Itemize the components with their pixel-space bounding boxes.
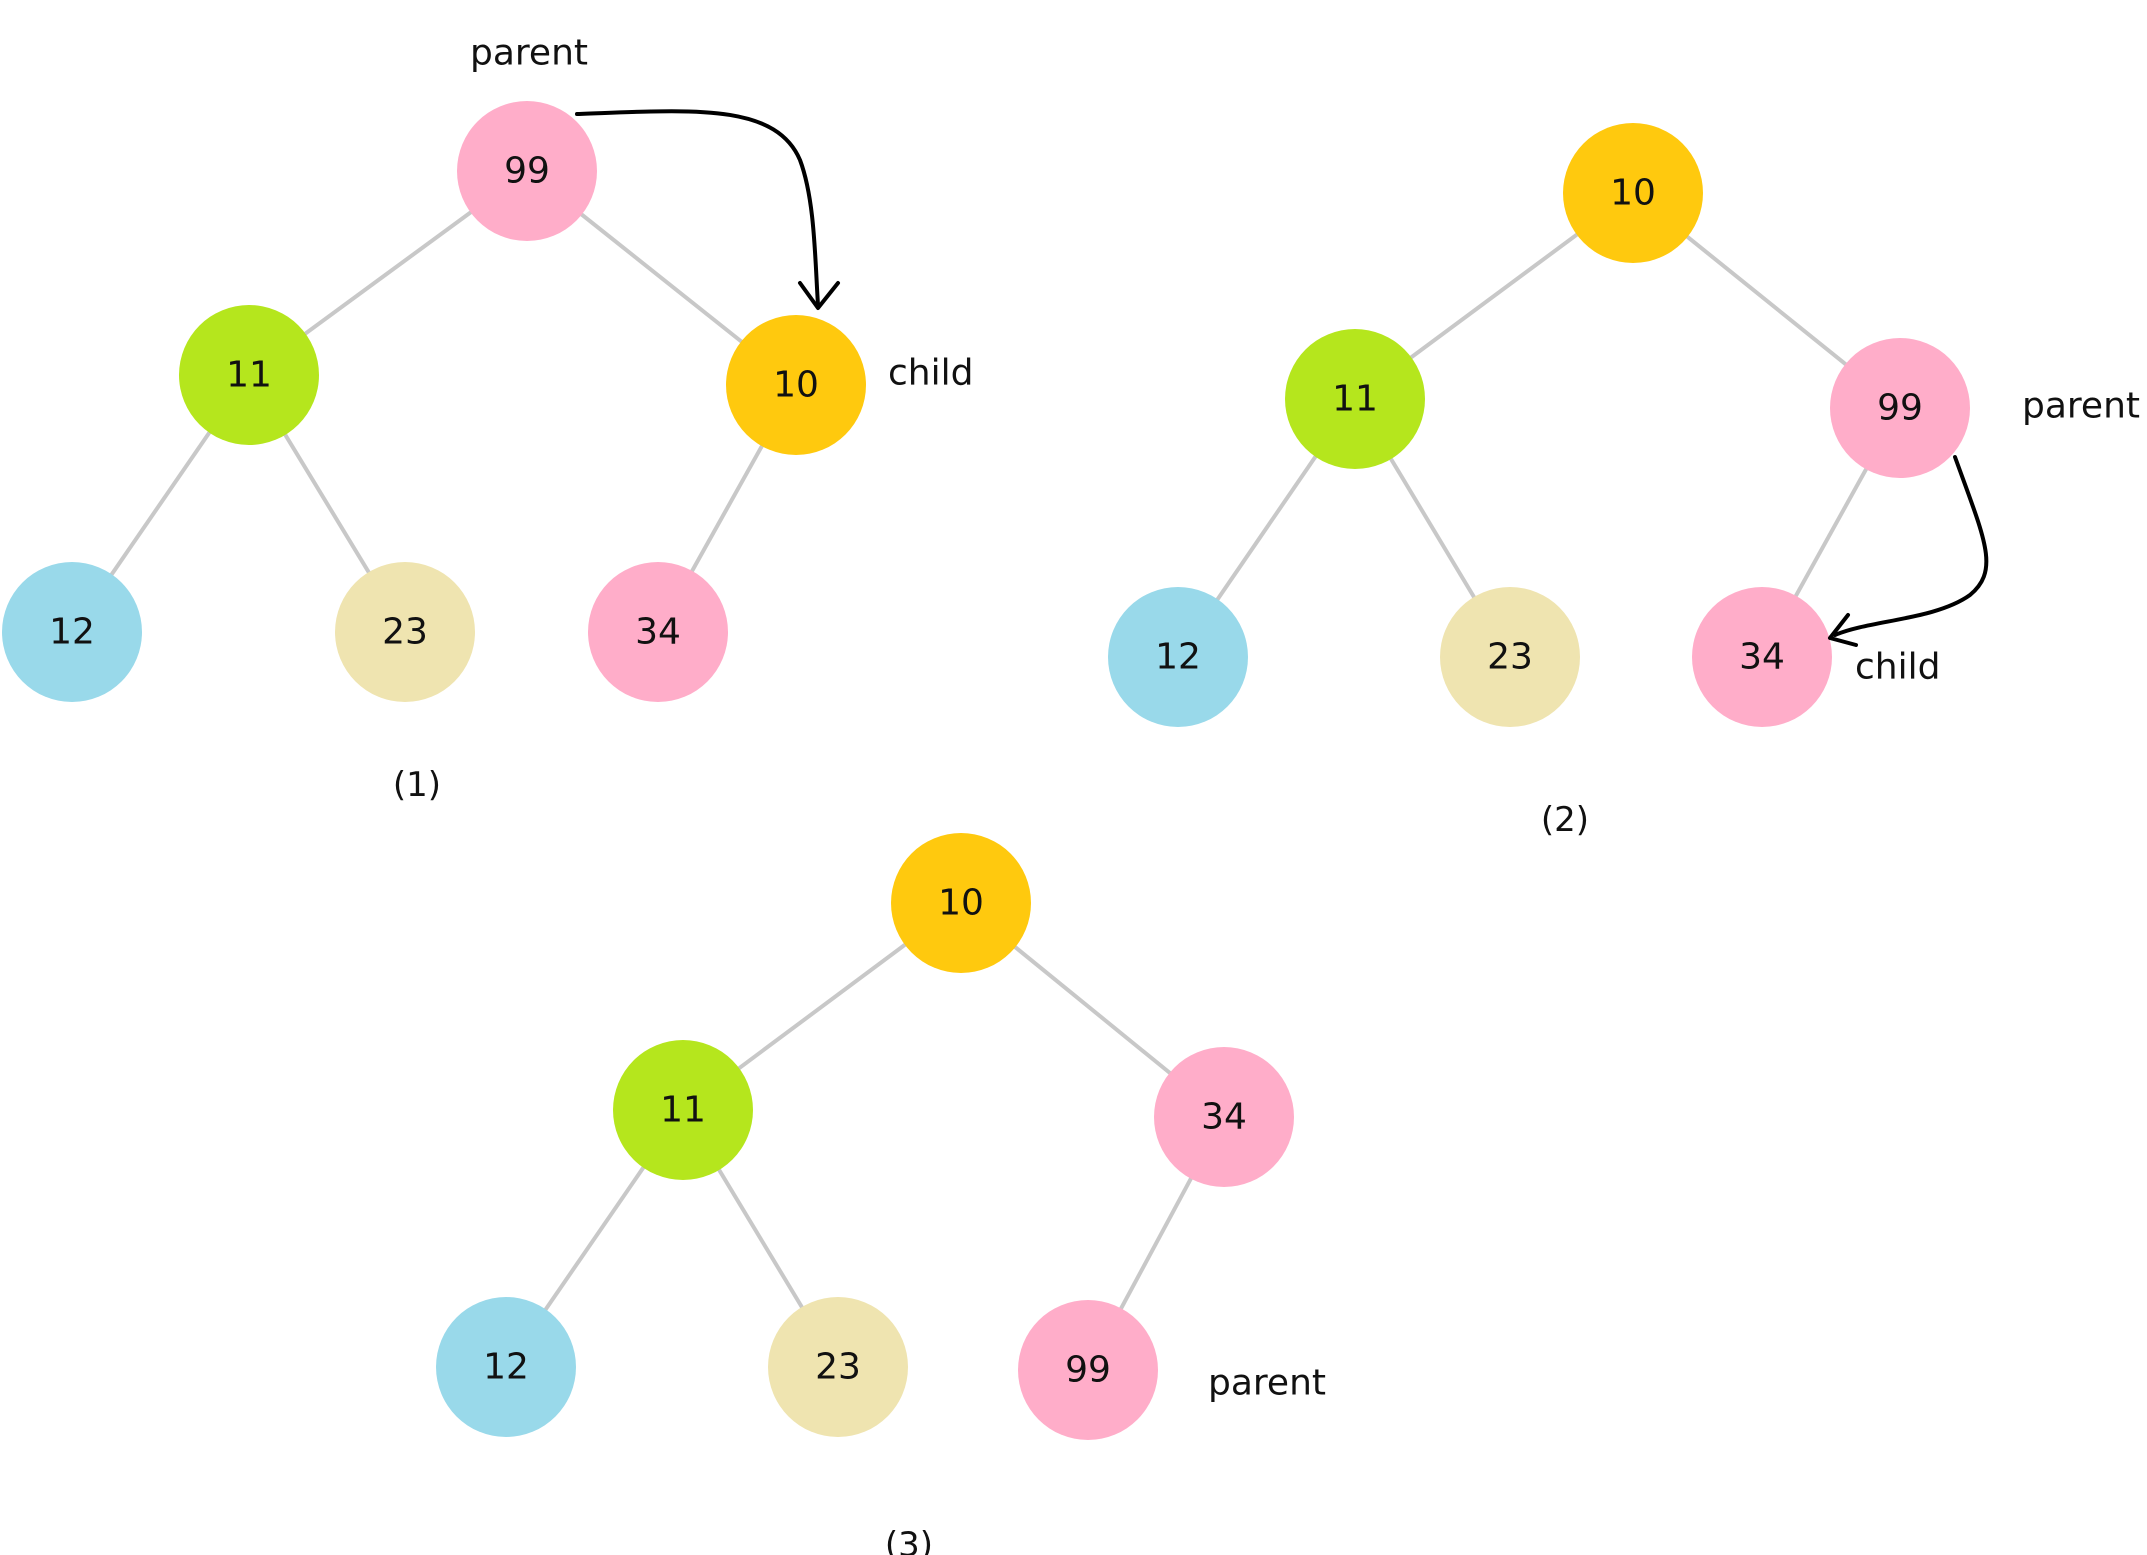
diagram-caption: (2) — [1541, 800, 1589, 840]
node-value: 34 — [1201, 1097, 1247, 1138]
arrowhead — [798, 281, 840, 310]
child-label: child — [1855, 647, 1940, 688]
node-circle — [768, 1297, 908, 1437]
node-circle — [2, 562, 142, 702]
tree-node: 10 — [726, 315, 866, 455]
node-value: 10 — [1610, 173, 1656, 214]
swap-arrow — [1833, 455, 1989, 637]
node-value: 23 — [815, 1347, 861, 1388]
node-value: 23 — [1487, 637, 1533, 678]
swap-arrow — [575, 109, 820, 307]
node-value: 11 — [226, 355, 272, 396]
node-value: 34 — [1739, 637, 1785, 678]
node-value: 34 — [635, 612, 681, 653]
node-circle — [1018, 1300, 1158, 1440]
diagram-caption: (1) — [393, 765, 441, 805]
tree-3: 10 11 34 12 23 99 parent (3) — [436, 833, 1326, 1555]
tree-node: 12 — [1108, 587, 1248, 727]
child-label: child — [888, 353, 973, 394]
node-value: 99 — [504, 151, 550, 192]
node-circle — [588, 562, 728, 702]
node-value: 12 — [1155, 637, 1201, 678]
node-circle — [436, 1297, 576, 1437]
tree-node: 10 — [891, 833, 1031, 973]
tree-node: 10 — [1563, 123, 1703, 263]
node-circle — [891, 833, 1031, 973]
tree-node: 11 — [613, 1040, 753, 1180]
parent-label: parent — [1208, 1363, 1326, 1404]
tree-node: 34 — [1692, 587, 1832, 727]
node-circle — [1692, 587, 1832, 727]
node-circle — [457, 101, 597, 241]
node-circle — [1830, 338, 1970, 478]
node-circle — [1108, 587, 1248, 727]
node-circle — [179, 305, 319, 445]
node-circle — [335, 562, 475, 702]
tree-node: 99 — [1830, 338, 1970, 478]
tree-node: 99 — [1018, 1300, 1158, 1440]
node-circle — [1440, 587, 1580, 727]
tree-node: 11 — [1285, 329, 1425, 469]
tree-node: 34 — [1154, 1047, 1294, 1187]
tree-node: 99 — [457, 101, 597, 241]
node-circle — [1285, 329, 1425, 469]
tree-node: 23 — [768, 1297, 908, 1437]
tree-node: 12 — [2, 562, 142, 702]
tree-node: 12 — [436, 1297, 576, 1437]
node-value: 10 — [773, 365, 819, 406]
tree-1: 99 11 10 12 23 34 parent child (1) — [2, 33, 973, 805]
tree-node: 11 — [179, 305, 319, 445]
node-circle — [726, 315, 866, 455]
node-value: 99 — [1065, 1350, 1111, 1391]
parent-label: parent — [470, 33, 588, 74]
node-value: 11 — [1332, 379, 1378, 420]
node-value: 99 — [1877, 388, 1923, 429]
diagram-caption: (3) — [885, 1525, 933, 1555]
tree-node: 34 — [588, 562, 728, 702]
tree-2: 10 11 99 12 23 34 parent child (2) — [1108, 123, 2140, 840]
tree-node: 23 — [1440, 587, 1580, 727]
node-circle — [1563, 123, 1703, 263]
node-value: 23 — [382, 612, 428, 653]
node-circle — [1154, 1047, 1294, 1187]
node-circle — [613, 1040, 753, 1180]
node-value: 11 — [660, 1090, 706, 1131]
node-value: 12 — [49, 612, 95, 653]
tree-node: 23 — [335, 562, 475, 702]
node-value: 10 — [938, 883, 984, 924]
arrowhead — [1828, 613, 1858, 647]
node-value: 12 — [483, 1347, 529, 1388]
parent-label: parent — [2022, 386, 2140, 427]
